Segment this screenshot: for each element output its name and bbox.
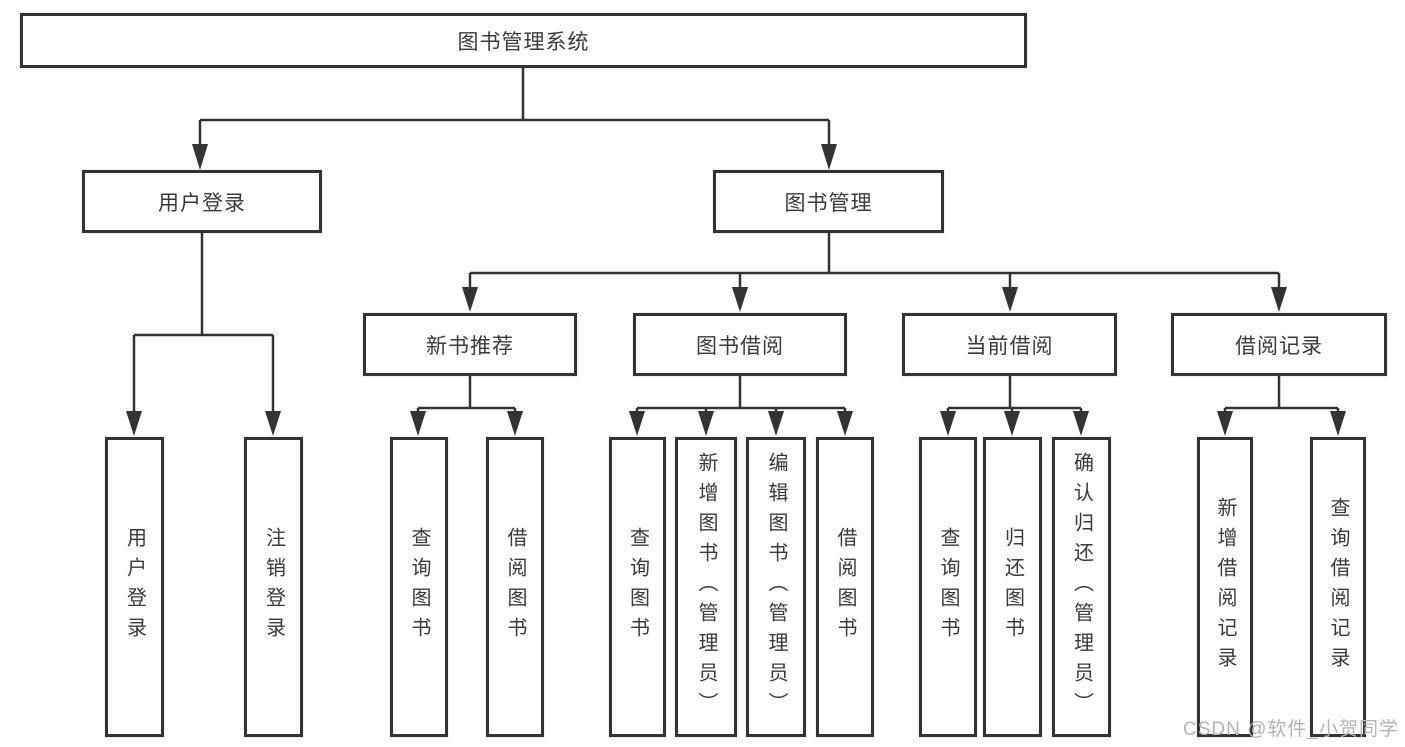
leaf-return-books: 归还图书 <box>983 437 1042 737</box>
leaf-query-books-recommend: 查询图书 <box>390 437 448 737</box>
node-label: 图书借阅 <box>696 334 784 358</box>
node-label: 借阅记录 <box>1235 334 1323 358</box>
leaf-label: 归还图书 <box>1001 527 1024 647</box>
leaf-add-books-admin: 新增图书（管理员） <box>675 437 737 737</box>
leaf-add-borrow-record: 新增借阅记录 <box>1197 437 1253 737</box>
leaf-label: 查询图书 <box>626 527 649 647</box>
leaf-label: 确认归还（管理员） <box>1070 452 1093 722</box>
node-current-borrow: 当前借阅 <box>902 313 1117 376</box>
node-label: 用户登录 <box>158 191 246 215</box>
leaf-label: 注销登录 <box>262 527 285 647</box>
leaf-user-login: 用户登录 <box>105 437 164 737</box>
leaf-label: 编辑图书（管理员） <box>765 452 787 722</box>
node-book-management: 图书管理 <box>713 170 944 233</box>
leaf-label: 查询借阅记录 <box>1327 497 1349 677</box>
node-label: 新书推荐 <box>426 334 514 358</box>
leaf-label: 查询图书 <box>937 527 959 647</box>
leaf-query-books-borrow: 查询图书 <box>609 437 666 737</box>
node-user-login: 用户登录 <box>82 170 322 233</box>
node-label: 图书管理系统 <box>457 30 590 54</box>
node-label: 图书管理 <box>784 191 873 215</box>
leaf-label: 借阅图书 <box>834 527 856 647</box>
csdn-watermark: CSDN @软件_小贺同学 <box>1183 719 1399 740</box>
leaf-label: 用户登录 <box>123 527 146 647</box>
node-library-management-system: 图书管理系统 <box>20 13 1027 68</box>
leaf-label: 新增图书（管理员） <box>695 452 717 722</box>
node-new-book-recommend: 新书推荐 <box>363 313 577 376</box>
leaf-borrow-books: 借阅图书 <box>816 437 874 737</box>
node-borrow-records: 借阅记录 <box>1171 313 1387 376</box>
leaf-label: 借阅图书 <box>504 527 526 647</box>
leaf-query-books-current: 查询图书 <box>919 437 977 737</box>
leaf-label: 新增借阅记录 <box>1214 497 1236 677</box>
leaf-query-borrow-record: 查询借阅记录 <box>1310 437 1366 737</box>
leaf-label: 查询图书 <box>408 527 430 647</box>
leaf-confirm-return-admin: 确认归还（管理员） <box>1052 437 1111 737</box>
leaf-borrow-books-recommend: 借阅图书 <box>486 437 544 737</box>
leaf-edit-books-admin: 编辑图书（管理员） <box>746 437 806 737</box>
node-label: 当前借阅 <box>965 334 1054 358</box>
node-book-borrow: 图书借阅 <box>633 313 847 376</box>
leaf-logout: 注销登录 <box>244 437 303 737</box>
